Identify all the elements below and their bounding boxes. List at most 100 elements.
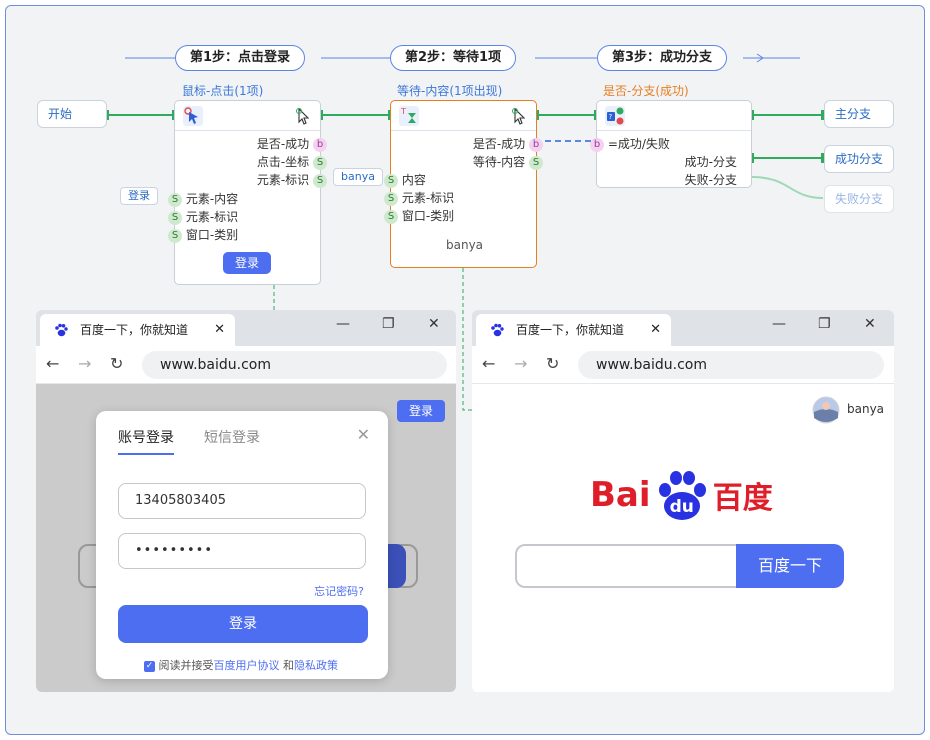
input-label: 元素-标识 — [185, 210, 239, 224]
wait-node[interactable]: T 是否-成功 b 等待-内容 S S 内容 S 元素-标识 S 窗口-类别 b… — [384, 100, 543, 268]
right-address-bar: ← → ↻ www.baidu.com — [472, 346, 894, 384]
reload-icon[interactable]: ↻ — [546, 354, 560, 373]
privacy-policy-link[interactable]: 隐私政策 — [294, 659, 338, 672]
submit-login-button[interactable]: 登录 — [118, 605, 368, 643]
right-browser-window: 百度一下，你就知道 ✕ — ❐ ✕ ← → ↻ www.baidu.com ba… — [472, 310, 894, 692]
branch-check-icon: ? — [605, 106, 625, 126]
node1-title: 鼠标-点击(1项) — [182, 84, 264, 98]
agree-checkbox[interactable]: ✓ — [144, 660, 155, 672]
mouse-click-icon — [183, 106, 203, 126]
bool-port[interactable]: b — [313, 137, 327, 152]
tab-close-icon[interactable]: ✕ — [650, 322, 661, 337]
string-port[interactable]: S — [168, 210, 182, 225]
main-branch-node[interactable]: 主分支 — [824, 100, 894, 128]
tab-title: 百度一下，你就知道 — [80, 323, 189, 337]
search-button[interactable]: 百度一下 — [736, 544, 844, 588]
back-icon[interactable]: ← — [482, 354, 496, 373]
left-address-bar: ← → ↻ www.baidu.com — [36, 346, 456, 384]
tab-title: 百度一下，你就知道 — [516, 323, 625, 337]
step-pill-2: 第2步：等待1项 — [390, 45, 517, 71]
node3-output-row: 失败-分支 — [684, 173, 737, 187]
node2-output-row: 是否-成功 b — [473, 135, 543, 152]
output-label: 是否-成功 — [472, 137, 526, 151]
forward-icon[interactable]: → — [514, 354, 528, 373]
node1-input-row: S 元素-内容 — [168, 190, 238, 207]
step-arrowhead — [756, 53, 764, 63]
input-label: 内容 — [401, 173, 426, 187]
string-port[interactable]: S — [529, 155, 543, 170]
node1-output-row: 是否-成功 b — [257, 135, 327, 152]
click-node-header — [175, 101, 320, 131]
node2-input-row: S 元素-标识 — [384, 189, 454, 206]
password-field[interactable]: ••••••••• — [118, 533, 366, 569]
tab-close-icon[interactable]: ✕ — [214, 322, 225, 337]
node1-output-row: 点击-坐标 S — [257, 153, 327, 170]
user-agreement-link[interactable]: 百度用户协议 — [213, 659, 280, 672]
input-chip-banya[interactable]: banya — [333, 168, 383, 186]
input-label: 元素-标识 — [401, 191, 455, 205]
branch-node[interactable]: ? b =成功/失败 成功-分支 失败-分支 — [590, 100, 752, 188]
string-port[interactable]: S — [168, 192, 182, 207]
agreement-row: ✓ 阅读并接受百度用户协议 和隐私政策 — [144, 657, 338, 673]
bool-port[interactable]: b — [529, 137, 543, 152]
string-port[interactable]: S — [313, 155, 327, 170]
node1-input-row: S 元素-标识 — [168, 208, 238, 225]
back-icon[interactable]: ← — [46, 354, 60, 373]
node2-output-row: 等待-内容 S — [473, 153, 543, 170]
right-browser-tab[interactable]: 百度一下，你就知道 ✕ — [476, 314, 671, 346]
string-port[interactable]: S — [313, 173, 327, 188]
restore-icon[interactable]: ❐ — [818, 316, 831, 332]
phone-field[interactable]: 13405803405 — [118, 483, 366, 519]
reload-icon[interactable]: ↻ — [110, 354, 124, 373]
top-login-button[interactable]: 登录 — [397, 400, 445, 422]
svg-text:?: ? — [609, 113, 613, 121]
baidu-logo-paw-icon — [658, 471, 706, 520]
success-branch-node[interactable]: 成功分支 — [824, 145, 894, 173]
node2-footer: banya — [446, 238, 484, 252]
node3-title: 是否-分支(成功) — [603, 84, 689, 98]
forward-icon[interactable]: → — [78, 354, 92, 373]
left-browser-tab[interactable]: 百度一下，你就知道 ✕ — [40, 314, 235, 346]
url-field[interactable]: www.baidu.com — [578, 351, 884, 379]
login-modal: 账号登录 短信登录 ✕ 13405803405 ••••••••• 忘记密码? … — [96, 411, 388, 679]
sms-login-tab[interactable]: 短信登录 — [204, 430, 260, 446]
fail-branch-node[interactable]: 失败分支 — [824, 185, 894, 213]
output-label: 元素-标识 — [256, 173, 310, 187]
agree-and: 和 — [279, 659, 294, 672]
string-port[interactable]: S — [168, 228, 182, 243]
baidu-paw-icon — [55, 323, 68, 337]
string-port[interactable]: S — [384, 209, 398, 224]
username[interactable]: banya — [847, 402, 885, 416]
wait-hourglass-icon: T — [399, 106, 419, 126]
window-close-icon[interactable]: ✕ — [428, 316, 440, 332]
restore-icon[interactable]: ❐ — [382, 316, 395, 332]
modal-close-icon[interactable]: ✕ — [356, 425, 370, 444]
search-input[interactable] — [515, 544, 745, 588]
minimize-icon[interactable]: — — [772, 316, 786, 332]
logo-du: du — [669, 497, 694, 517]
node1-login-button[interactable]: 登录 — [223, 252, 271, 274]
window-close-icon[interactable]: ✕ — [864, 316, 876, 332]
right-tab-bar: 百度一下，你就知道 ✕ — ❐ ✕ — [472, 310, 894, 346]
forgot-password-link[interactable]: 忘记密码? — [314, 585, 364, 598]
flow-links — [107, 114, 823, 159]
right-page-body: banya Bai du 百度 百度一下 — [472, 384, 894, 692]
input-chip-login[interactable]: 登录 — [120, 187, 158, 205]
node1-input-row: S 窗口-类别 — [168, 226, 238, 243]
output-label: 点击-坐标 — [256, 155, 310, 169]
node2-title: 等待-内容(1项出现) — [397, 84, 503, 98]
url-field[interactable]: www.baidu.com — [142, 351, 447, 379]
node3-input-row: b =成功/失败 — [590, 135, 670, 152]
input-label: 窗口-类别 — [401, 209, 455, 223]
minimize-icon[interactable]: — — [336, 316, 350, 332]
start-node[interactable]: 开始 — [37, 100, 107, 128]
string-port[interactable]: S — [384, 191, 398, 206]
string-port[interactable]: S — [384, 173, 398, 188]
user-avatar[interactable] — [812, 396, 840, 424]
bool-port[interactable]: b — [590, 137, 604, 152]
node1-output-row: 元素-标识 S — [257, 171, 327, 188]
left-browser-window: 百度一下，你就知道 ✕ — ❐ ✕ ← → ↻ www.baidu.com 登录… — [36, 310, 456, 692]
account-login-tab[interactable]: 账号登录 — [118, 427, 174, 455]
click-node[interactable]: 是否-成功 b 点击-坐标 S 元素-标识 S S 元素-内容 S 元素-标识 … — [168, 100, 327, 285]
